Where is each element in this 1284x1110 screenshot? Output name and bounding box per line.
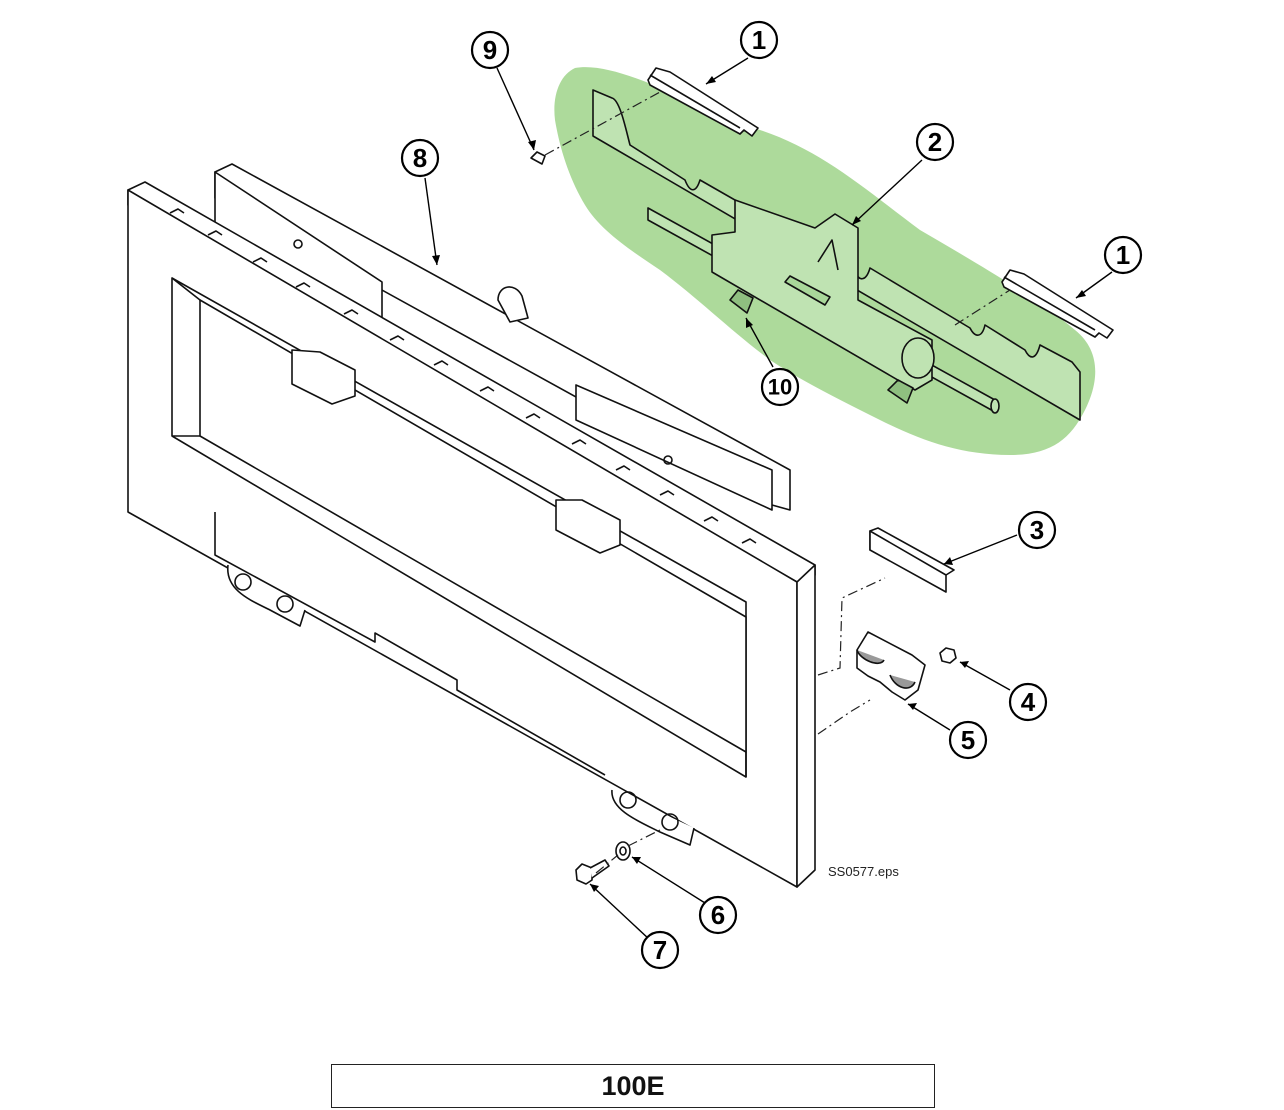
callout-6-circle: [698, 895, 738, 935]
wear-pad: [869, 527, 955, 593]
callout-10-circle: [760, 367, 800, 407]
callout-3-circle: [1017, 510, 1057, 550]
callout-9-label: 9: [483, 35, 497, 65]
callout-5-circle: [948, 720, 988, 760]
bracket: [856, 631, 926, 701]
top-slots: [169, 208, 757, 544]
callout-9-circle: [470, 30, 510, 70]
retainer-clip-lower: [1001, 269, 1114, 339]
callout-1-upper-label: 1: [752, 25, 766, 55]
callout-4-label: 4: [1021, 687, 1036, 717]
nut: [939, 647, 957, 664]
callout-10-label: 10: [768, 375, 792, 400]
callout-1-lower-label: 1: [1116, 240, 1130, 270]
callout-1-upper-circle: [739, 20, 779, 60]
callout-2-circle: [915, 122, 955, 162]
callout-1-lower-circle: [1103, 235, 1143, 275]
lower-hook-right: [611, 789, 695, 846]
footer-title-box: 100E: [331, 1064, 935, 1108]
grease-fitting: [530, 151, 546, 165]
exploded-parts-diagram: 1 1 2 3 4 5 6 7 8 9 10 SS0577.eps: [127, 20, 1143, 970]
callout-3-label: 3: [1030, 515, 1044, 545]
lower-hook-left: [227, 564, 306, 627]
retainer-clip-upper: [647, 67, 759, 137]
callout-7-circle: [640, 930, 680, 970]
washer: [615, 841, 631, 861]
callout-2-label: 2: [928, 127, 942, 157]
callout-8-label: 8: [413, 143, 427, 173]
main-frame: [127, 163, 816, 888]
callout-8-circle: [400, 138, 440, 178]
file-label: SS0577.eps: [828, 864, 899, 879]
callout-6-label: 6: [711, 900, 725, 930]
bolt: [575, 859, 610, 885]
shaft-assembly: [592, 89, 1081, 421]
footer-title: 100E: [601, 1070, 665, 1101]
callout-7-label: 7: [653, 935, 667, 965]
callout-5-label: 5: [961, 725, 975, 755]
callout-4-circle: [1008, 682, 1048, 722]
